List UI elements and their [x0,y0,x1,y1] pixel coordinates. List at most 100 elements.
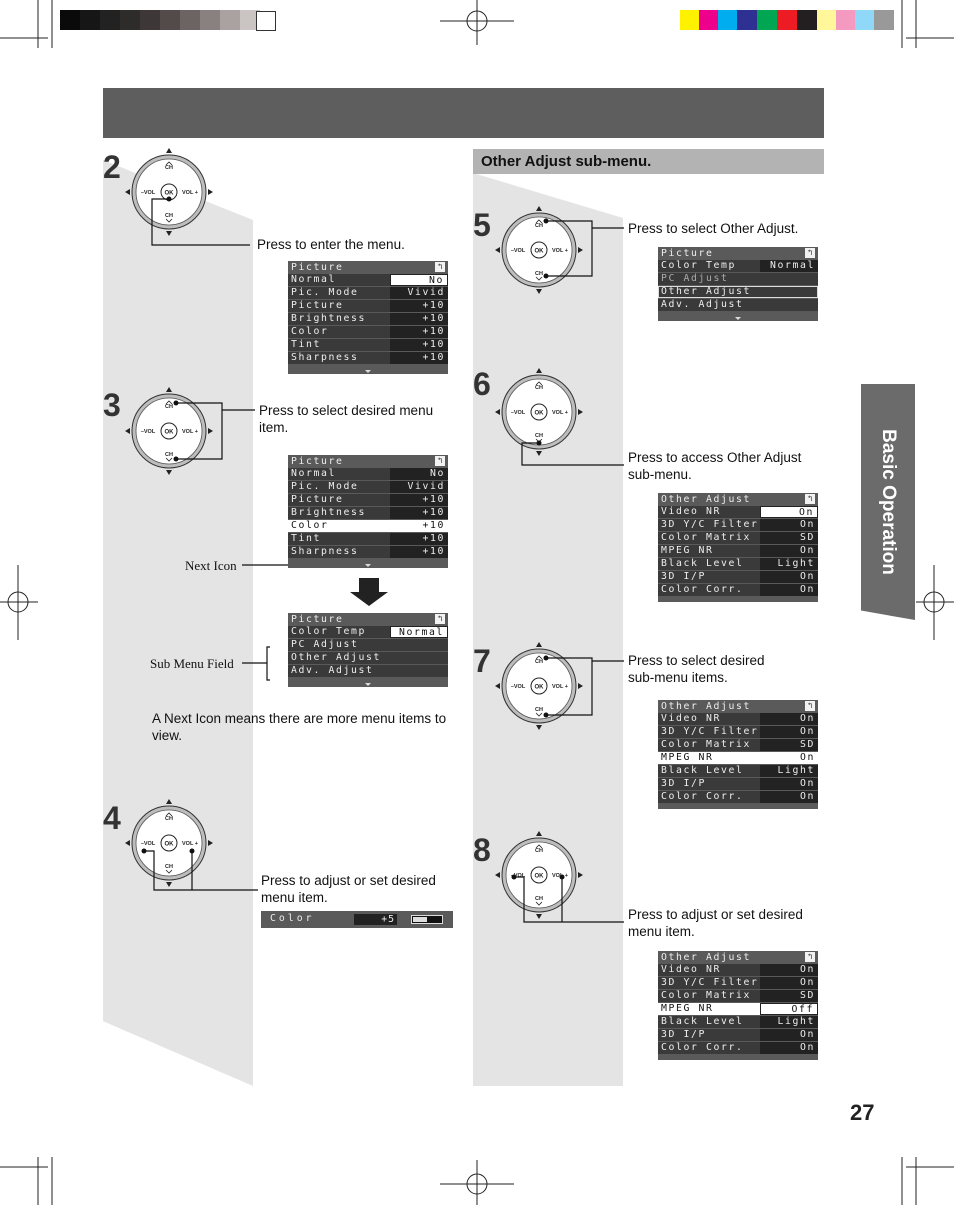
svg-text:–VOL: –VOL [511,684,526,690]
menu-row-value: On [760,545,818,557]
menu-row-value: On [760,791,818,803]
color-level-slider [411,915,443,924]
color-adjust-value: +5 [354,914,397,925]
next-icon [735,317,741,320]
menu-title: Other Adjust [661,494,751,505]
menu-row-value: Off [760,1003,818,1015]
menu-row-label: Black Level [658,1016,760,1028]
svg-text:VOL +: VOL + [182,190,198,196]
menu-row-value: +10 [390,326,448,338]
menu-row-value: Light [760,1016,818,1028]
menu-row-label: Video NR [658,506,760,518]
page-number: 27 [850,1100,875,1125]
menu-row-value: On [760,977,818,989]
menu-row-label: Normal [288,274,390,286]
step-number-3: 3 [103,387,121,423]
svg-text:CH: CH [165,816,173,822]
svg-text:VOL +: VOL + [552,248,568,254]
step-number-2: 2 [103,149,121,185]
step4-text: Press to adjust or set desired menu item… [261,873,436,905]
menu-row-value: Normal [760,260,818,272]
menu-row-value: +10 [390,546,448,558]
return-icon: ↰ [805,494,815,504]
menu-title: Other Adjust [661,701,751,712]
sub-menu-header-text: Other Adjust sub-menu. [481,153,652,170]
menu-row-label: Sharpness [288,546,390,558]
menu-row-value: +10 [390,339,448,351]
menu-row-label: Color Corr. [658,1042,760,1054]
menu-row-value: On [760,726,818,738]
menu-row-value: Light [760,765,818,777]
menu-row-value: No [390,274,448,286]
svg-text:CH: CH [165,404,173,410]
svg-text:CH: CH [535,659,543,665]
svg-text:OK: OK [535,411,545,417]
return-icon: ↰ [435,456,445,466]
menu-row-label: Color Matrix [658,532,760,544]
step-number-8: 8 [473,832,491,868]
menu-row-value: +10 [390,533,448,545]
menu-title: Picture [291,456,344,467]
svg-text:CH: CH [535,896,543,902]
menu-row-label: PC Adjust [288,639,448,651]
svg-text:CH: CH [165,864,173,870]
menu-row-value: On [760,571,818,583]
menu-row-value: +10 [390,313,448,325]
step2-text: Press to enter the menu. [257,237,405,252]
menu-row-value: SD [760,739,818,751]
menu-row-label: 3D Y/C Filter [658,519,760,531]
menu-row-value: Vivid [390,287,448,299]
svg-text:–VOL: –VOL [141,429,156,435]
menu-row-value: Normal [390,626,448,638]
menu-row-value: +10 [390,507,448,519]
menu-row-label: Picture [288,494,390,506]
menu-row-label: Pic. Mode [288,481,390,493]
menu-row-label: 3D I/P [658,778,760,790]
svg-text:VOL +: VOL + [182,429,198,435]
menu-row-value: On [760,713,818,725]
menu-row-value: On [760,1029,818,1041]
menu-row-label: 3D Y/C Filter [658,726,760,738]
return-icon: ↰ [435,262,445,272]
svg-text:–VOL: –VOL [511,248,526,254]
section-header-bar [103,88,824,138]
menu-row-value: On [760,506,818,518]
menu-row-label: Brightness [288,313,390,325]
color-adjust-label: Color [270,913,315,924]
menu-row-label: Adv. Adjust [288,665,448,677]
menu-row-label: Black Level [658,765,760,777]
svg-text:CH: CH [535,848,543,854]
menu-row-value: Light [760,558,818,570]
step-number-6: 6 [473,366,491,402]
menu-row-label: Color Temp [658,260,760,272]
return-icon: ↰ [805,701,815,711]
svg-text:OK: OK [165,430,175,436]
step7-text: Press to select desired sub-menu items. [628,653,765,685]
menu-row-label: MPEG NR [658,752,760,764]
menu-row-label: Color Corr. [658,791,760,803]
svg-text:CH: CH [165,165,173,171]
menu-row-value: +10 [390,352,448,364]
step-number-5: 5 [473,207,491,243]
menu-row-label: 3D Y/C Filter [658,977,760,989]
menu-row-label: 3D I/P [658,571,760,583]
svg-text:CH: CH [535,271,543,277]
next-icon [365,683,371,686]
menu-row-value: +10 [390,300,448,312]
menu-row-label: Adv. Adjust [658,299,818,311]
right-step-panel [473,173,623,1086]
return-icon: ↰ [805,248,815,258]
return-icon: ↰ [435,614,445,624]
menu-row-value: No [390,468,448,480]
menu-title: Picture [291,614,344,625]
menu-row-value: On [760,584,818,596]
menu-title: Other Adjust [661,952,751,963]
menu-row-label: Pic. Mode [288,287,390,299]
